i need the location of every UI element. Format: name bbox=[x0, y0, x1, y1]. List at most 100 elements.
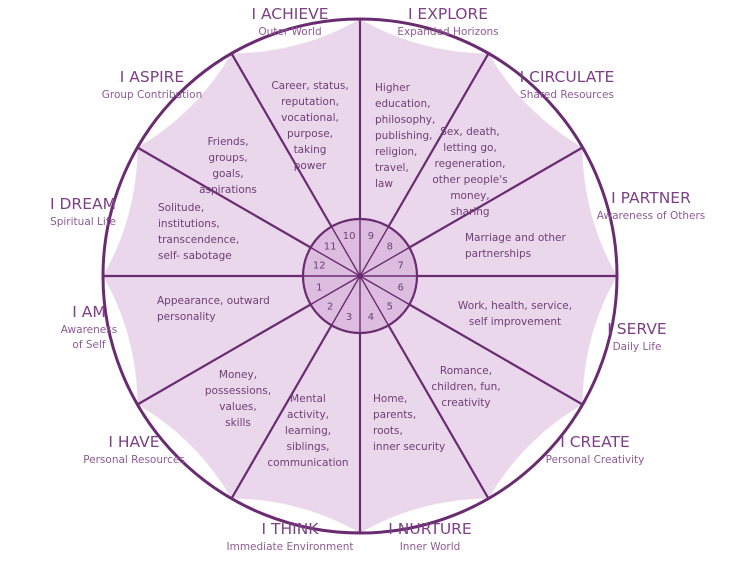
house-description-line: other people's bbox=[432, 174, 507, 186]
house-number: 1 bbox=[316, 282, 322, 293]
cusp-line bbox=[136, 303, 312, 406]
house-description-line: activity, bbox=[287, 409, 329, 421]
house-description-line: personality bbox=[157, 311, 216, 323]
cusp-line bbox=[387, 52, 490, 228]
house-subtitle-line: Immediate Environment bbox=[227, 541, 354, 553]
house-number: 2 bbox=[327, 301, 333, 312]
house-subtitle-line: Shared Resources bbox=[520, 89, 614, 101]
house-title: I CREATE bbox=[560, 433, 630, 451]
house-title: I SERVE bbox=[607, 320, 666, 338]
house-description-line: vocational, bbox=[281, 112, 339, 124]
house-description-line: religion, bbox=[375, 146, 417, 158]
house-description-line: siblings, bbox=[286, 441, 329, 453]
house-wedge bbox=[360, 325, 489, 533]
house-description-line: Higher bbox=[375, 82, 411, 94]
house-subtitle: Shared Resources bbox=[520, 89, 614, 101]
house-description-line: Appearance, outward bbox=[157, 295, 270, 307]
inner-spoke bbox=[310, 246, 361, 277]
house-description-line: possessions, bbox=[205, 385, 271, 397]
house-description-line: Sex, death, bbox=[440, 126, 500, 138]
house-description: Appearance, outward personality bbox=[157, 295, 270, 323]
house-description-line: reputation, bbox=[281, 96, 339, 108]
house-description-line: Mental bbox=[290, 393, 326, 405]
house-subtitle-line: Inner World bbox=[400, 541, 461, 553]
house-wedge bbox=[409, 147, 617, 276]
house-description: Money,possessions,values,skills bbox=[205, 369, 271, 429]
house-description-line: travel, bbox=[375, 162, 409, 174]
house-description-line: purpose, bbox=[287, 128, 333, 140]
outer-ring bbox=[101, 17, 619, 535]
house-number: 12 bbox=[313, 261, 326, 272]
house-subtitle: Inner World bbox=[400, 541, 461, 553]
house-description-line: self- sabotage bbox=[158, 250, 232, 262]
house-number: 3 bbox=[346, 312, 352, 323]
house-wedge bbox=[231, 19, 360, 227]
house-description-line: letting go, bbox=[443, 142, 497, 154]
house-title: I THINK bbox=[262, 520, 320, 538]
house-description-line: aspirations bbox=[199, 184, 257, 196]
house-description: Sex, death,letting go,regeneration,other… bbox=[432, 126, 507, 218]
house-description-line: learning, bbox=[285, 425, 331, 437]
house-subtitle-line: Personal Resources bbox=[83, 454, 185, 466]
house-title: I NURTURE bbox=[388, 520, 471, 538]
inner-spoke bbox=[359, 226, 390, 277]
house-description-line: institutions, bbox=[158, 218, 220, 230]
house-description-line: Home, bbox=[373, 393, 407, 405]
house-title: I DREAM bbox=[50, 195, 116, 213]
house-subtitle: Spiritual Life bbox=[50, 216, 116, 228]
cusp-line bbox=[230, 324, 333, 500]
house-description-line: groups, bbox=[208, 152, 247, 164]
house-title: I ACHIEVE bbox=[251, 5, 328, 23]
house-description-line: Marriage and other bbox=[465, 232, 567, 244]
house-subtitle-line: Awareness bbox=[61, 324, 117, 336]
house-subtitle-line: Awareness of Others bbox=[597, 210, 705, 222]
house-subtitle: Outer World bbox=[258, 26, 321, 38]
house-description-line: transcendence, bbox=[158, 234, 239, 246]
house-description-line: parents, bbox=[373, 409, 416, 421]
cusp-line bbox=[387, 324, 490, 500]
house-number: 11 bbox=[324, 242, 337, 253]
house-description: Romance,children, fun,creativity bbox=[431, 365, 500, 409]
house-description: Solitude, institutions, transcendence, self… bbox=[158, 202, 239, 262]
house-wedge bbox=[137, 53, 332, 248]
inner-spoke bbox=[310, 275, 361, 306]
house-description-line: skills bbox=[225, 417, 251, 429]
house-description: Career, status,reputation,vocational,pur… bbox=[271, 80, 348, 172]
house-description-line: money, bbox=[450, 190, 489, 202]
inner-spoke bbox=[330, 275, 361, 326]
house-description-line: education, bbox=[375, 98, 430, 110]
house-description-line: partnerships bbox=[465, 248, 531, 260]
house-description: Marriage and other partnerships bbox=[465, 232, 567, 260]
house-number: 10 bbox=[343, 231, 356, 242]
house-subtitle: Group Contribution bbox=[102, 89, 203, 101]
house-subtitle: Daily Life bbox=[613, 341, 662, 353]
house-description-line: creativity bbox=[441, 397, 490, 409]
house-title: I ASPIRE bbox=[120, 68, 184, 86]
house-description-line: sharing bbox=[450, 206, 489, 218]
house-description-line: communication bbox=[267, 457, 348, 469]
house-description-line: Friends, bbox=[207, 136, 248, 148]
house-number: 5 bbox=[387, 301, 393, 312]
house-subtitle-line: Personal Creativity bbox=[546, 454, 645, 466]
house-description-line: children, fun, bbox=[431, 381, 500, 393]
cusp-line bbox=[408, 146, 584, 249]
cusp-line bbox=[408, 303, 584, 406]
house-description: Friends,groups,goals,aspirations bbox=[199, 136, 257, 196]
house-subtitle-line: Daily Life bbox=[613, 341, 662, 353]
house-wedge bbox=[388, 304, 583, 499]
house-description-line: self improvement bbox=[469, 316, 561, 328]
house-number: 6 bbox=[398, 282, 404, 293]
house-subtitle: Personal Resources bbox=[83, 454, 185, 466]
house-description-line: power bbox=[294, 160, 327, 172]
house-wedge bbox=[137, 304, 332, 499]
house-description-line: roots, bbox=[373, 425, 403, 437]
house-subtitle: Expanded Horizons bbox=[397, 26, 498, 38]
inner-spoke bbox=[359, 275, 410, 306]
house-wedge bbox=[388, 53, 583, 248]
house-description-line: Solitude, bbox=[158, 202, 204, 214]
house-description: Mental activity, learning, siblings, communi… bbox=[267, 393, 348, 469]
house-wedge bbox=[103, 276, 311, 405]
